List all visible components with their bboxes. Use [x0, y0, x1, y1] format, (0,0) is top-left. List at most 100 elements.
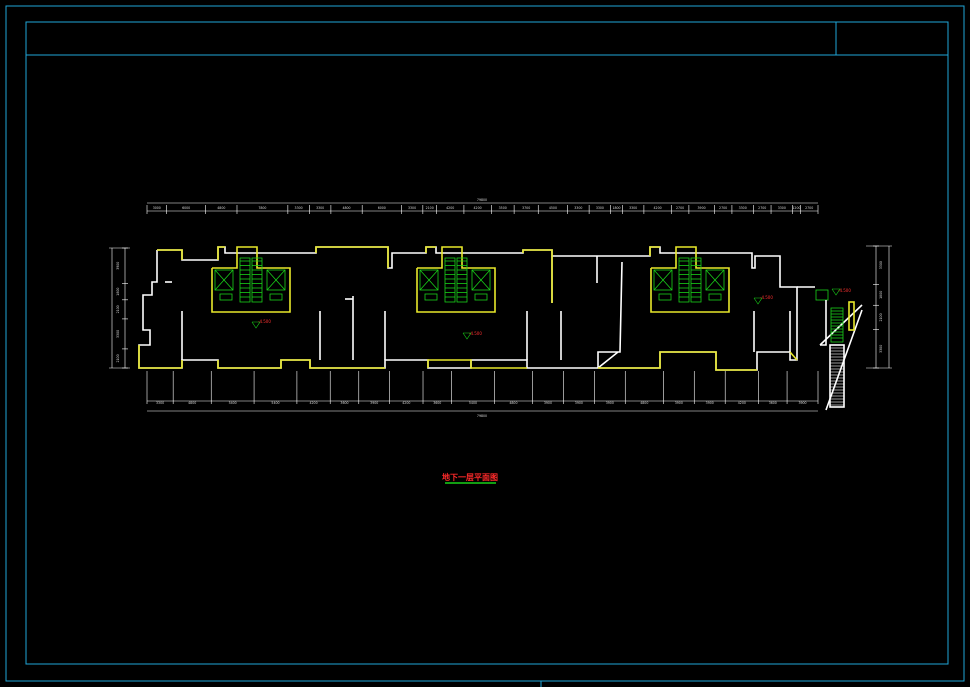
stair-flight — [678, 257, 690, 303]
level-marker: -4.500 — [831, 288, 851, 296]
outer-border — [5, 5, 965, 682]
elevator-cross — [471, 269, 491, 291]
dim-text: 3900 — [544, 401, 552, 405]
core-wall — [416, 246, 496, 313]
dim-text: 3900 — [575, 401, 583, 405]
stair-elevator-core — [416, 246, 496, 313]
elevator-shaft — [705, 269, 725, 291]
dim-text: 5400 — [469, 401, 477, 405]
dim-text: 2100 — [116, 354, 120, 362]
wall-segment — [217, 246, 225, 260]
wall-segment — [649, 246, 660, 256]
dim-text: 3600 — [433, 401, 441, 405]
stair-flight — [456, 257, 468, 303]
core-door — [708, 293, 722, 301]
dim-text: 4200 — [654, 206, 662, 210]
dim-text: 3600 — [769, 401, 777, 405]
dim-text: 3300 — [156, 401, 164, 405]
drawing-title: 地下一层平面图 — [442, 472, 498, 482]
dim-text: 2100 — [116, 305, 120, 313]
dim-text: 4200 — [738, 401, 746, 405]
elevator-shaft — [214, 269, 234, 291]
dim-text: 3300 — [295, 206, 303, 210]
elevator-shaft — [266, 269, 286, 291]
core-door — [219, 293, 233, 301]
stair-flight — [251, 257, 263, 303]
core-door — [269, 293, 283, 301]
dim-text: 3600 — [340, 401, 348, 405]
stair-wall — [820, 300, 827, 346]
dim-text: 3700 — [522, 206, 530, 210]
dim-text: 3300 — [116, 330, 120, 338]
dim-text: 4800 — [188, 401, 196, 405]
dim-text: 2700 — [758, 206, 766, 210]
stair-flight — [239, 257, 251, 303]
core-door — [474, 293, 488, 301]
dim-text: 3900 — [606, 401, 614, 405]
core-wall — [650, 246, 730, 313]
dim-text: 3500 — [499, 206, 507, 210]
dim-text: 4800 — [509, 401, 517, 405]
dim-text: 4800 — [640, 401, 648, 405]
dim-text: 4200 — [309, 401, 317, 405]
dim-text: 4500 — [549, 206, 557, 210]
elevator-shaft — [419, 269, 439, 291]
overall-top-dim-text: 79800 — [477, 198, 487, 202]
elevator-shaft — [653, 269, 673, 291]
dim-text: 1800 — [879, 291, 883, 299]
dim-text: 3900 — [370, 401, 378, 405]
elevator-cross — [266, 269, 286, 291]
wall-segment — [789, 351, 798, 361]
drawing-frame — [25, 21, 949, 665]
ramp-edge — [819, 304, 863, 346]
level-label: -4.500 — [760, 295, 773, 300]
wall-segment — [315, 246, 389, 268]
level-marker: -4.500 — [251, 319, 271, 329]
core-door — [424, 293, 438, 301]
dim-text: 2700 — [676, 206, 684, 210]
wall-segment — [522, 249, 553, 303]
dim-text: 3300 — [879, 261, 883, 269]
wall-segment — [598, 351, 757, 371]
dim-text: 6000 — [182, 206, 190, 210]
dim-text: 3000 — [153, 206, 161, 210]
core-wall — [211, 246, 291, 313]
dim-text: 3900 — [706, 401, 714, 405]
dim-text: 3300 — [629, 206, 637, 210]
wall-segment — [217, 359, 385, 369]
stair-run — [829, 344, 845, 408]
elevator-cross — [653, 269, 673, 291]
exterior-ramp-stair — [797, 286, 863, 411]
dim-text: 4200 — [474, 206, 482, 210]
stair-box — [815, 289, 829, 301]
dim-text: 3300 — [408, 206, 416, 210]
level-label: -4.500 — [258, 319, 271, 324]
dim-text: 4800 — [342, 206, 350, 210]
dim-text: 3300 — [739, 206, 747, 210]
dim-text: 7800 — [258, 206, 266, 210]
dim-text: 3900 — [116, 262, 120, 270]
dim-text: 3300 — [574, 206, 582, 210]
dim-text: 1800 — [612, 206, 620, 210]
stair-steps — [830, 310, 844, 406]
dim-text: 3300 — [596, 206, 604, 210]
dim-text: 3900 — [698, 206, 706, 210]
dim-text: 1200 — [792, 206, 800, 210]
elevator-cross — [705, 269, 725, 291]
level-label: -4.500 — [838, 288, 851, 293]
elevator-cross — [419, 269, 439, 291]
wall-segment — [138, 345, 182, 369]
level-marker: -4.500 — [462, 331, 482, 340]
circulation-cores — [211, 246, 730, 313]
core-door — [658, 293, 672, 301]
dim-text: 3300 — [316, 206, 324, 210]
wall-segment — [157, 249, 183, 260]
dim-text: 2100 — [426, 206, 434, 210]
elevator-cross — [214, 269, 234, 291]
stair-wall — [848, 301, 855, 331]
